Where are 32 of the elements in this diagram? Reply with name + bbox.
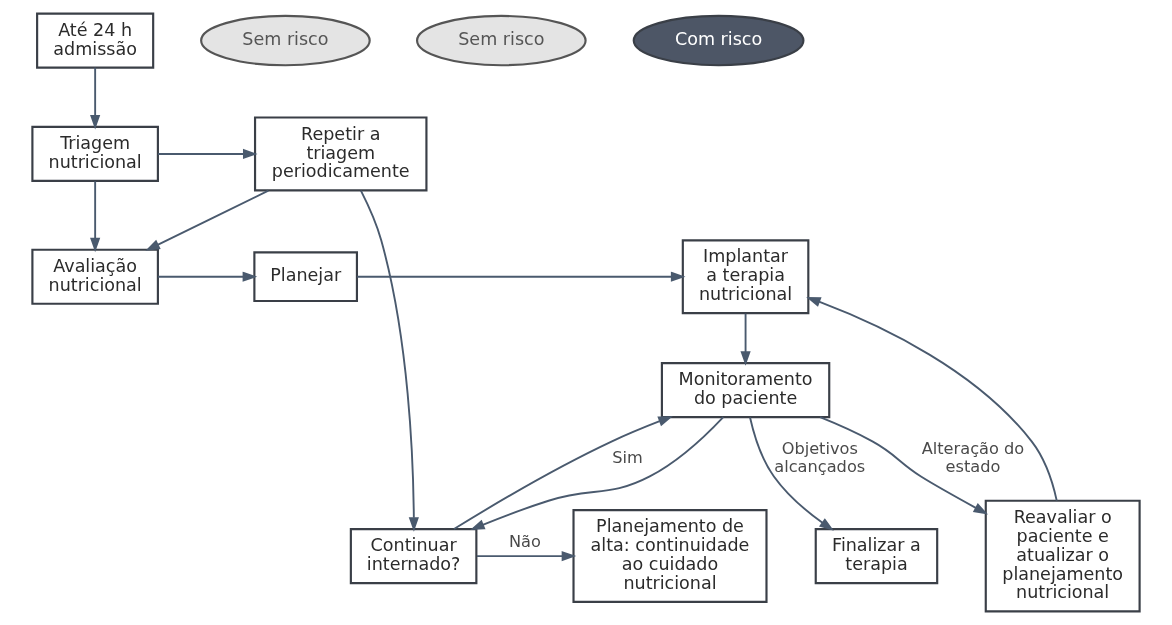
arrow [476,550,577,562]
node-box: Planejar [253,251,358,303]
node-box: Implantar a terapia nutricional [681,239,810,315]
node-box: Finalizar a terapia [814,528,939,585]
arrow [90,66,101,130]
arrow [90,180,101,253]
arrow [157,271,258,282]
node-box: Continuar internado? [349,528,478,585]
edge-label: Alteração do estado [921,439,1025,476]
edge-label: Objetivos alcançados [774,439,866,476]
arrow [740,312,751,366]
node-box: Reavaliar o paciente e atualizar o planejamento nutricional [984,499,1141,613]
node-ellipse: Com risco [632,14,805,67]
node-box: Monitoramento do paciente [660,362,831,419]
node-box: Até 24 h admissão [36,12,155,69]
arrow [359,189,419,532]
edge-label: Não [508,532,541,552]
edge-label: Sim [612,448,643,468]
arrow [806,296,1058,502]
node-box: Triagem nutricional [31,125,159,182]
arrow [145,189,270,251]
arrow [749,416,834,531]
arrow [470,416,725,530]
node-box: Repetir a triagem periodicamente [253,116,428,192]
node-ellipse: Sem risco [200,14,371,67]
node-box: Planejamento de alta: continuidade ao cuidado nutricional [572,509,768,604]
arrow [819,416,989,515]
node-ellipse: Sem risco [415,14,587,67]
arrow [157,148,258,160]
arrow [453,416,673,530]
arrow [356,271,686,282]
node-box: Avaliação nutricional [31,248,159,305]
